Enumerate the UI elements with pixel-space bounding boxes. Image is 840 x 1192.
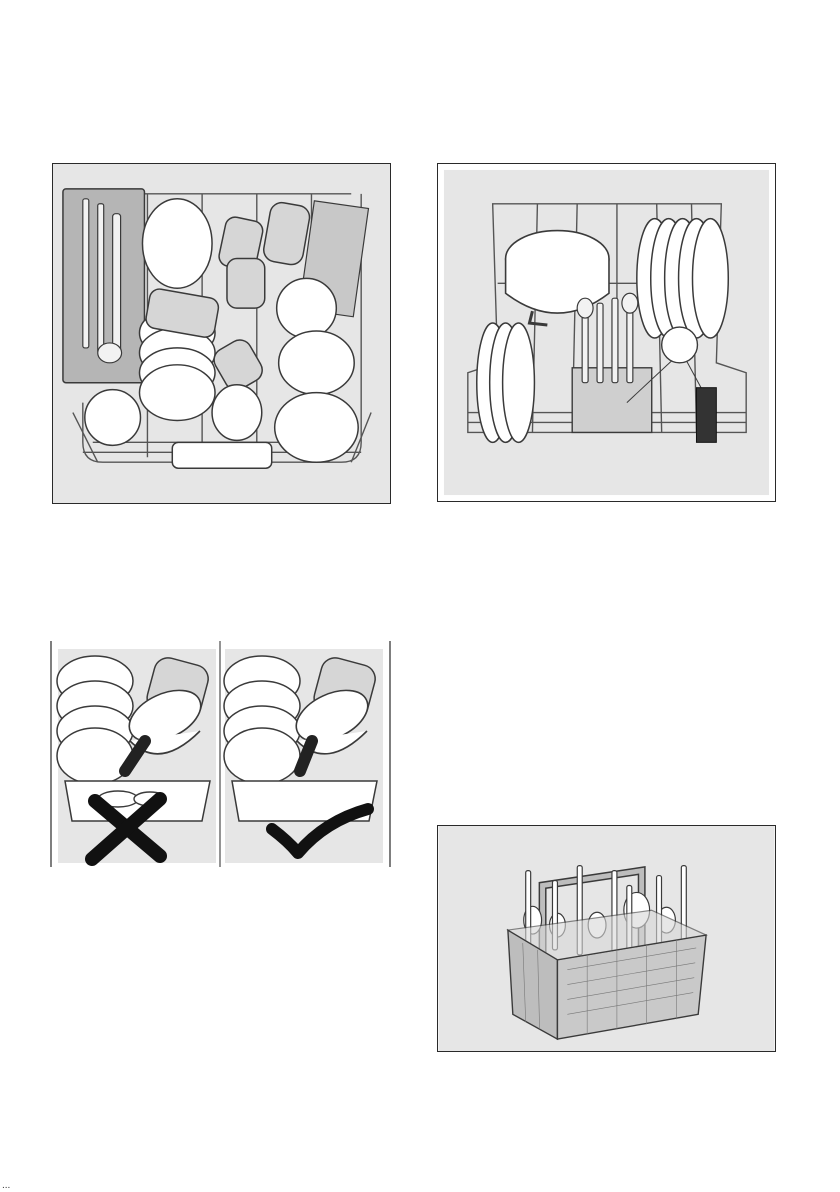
lower-basket-figure	[437, 163, 776, 502]
footer-remnant: ...	[2, 1180, 10, 1191]
cutlery-basket-figure	[437, 825, 776, 1052]
pan-placement-comparison	[50, 641, 391, 867]
pan-placement-right	[224, 649, 383, 863]
pan-placement-figure	[50, 641, 391, 867]
lower-basket-loaded-illustration	[438, 164, 775, 501]
cutlery-basket-illustration	[438, 826, 775, 1051]
upper-basket-figure	[52, 163, 391, 504]
pan-placement-wrong	[57, 649, 216, 863]
upper-basket-loaded-illustration	[53, 164, 390, 503]
